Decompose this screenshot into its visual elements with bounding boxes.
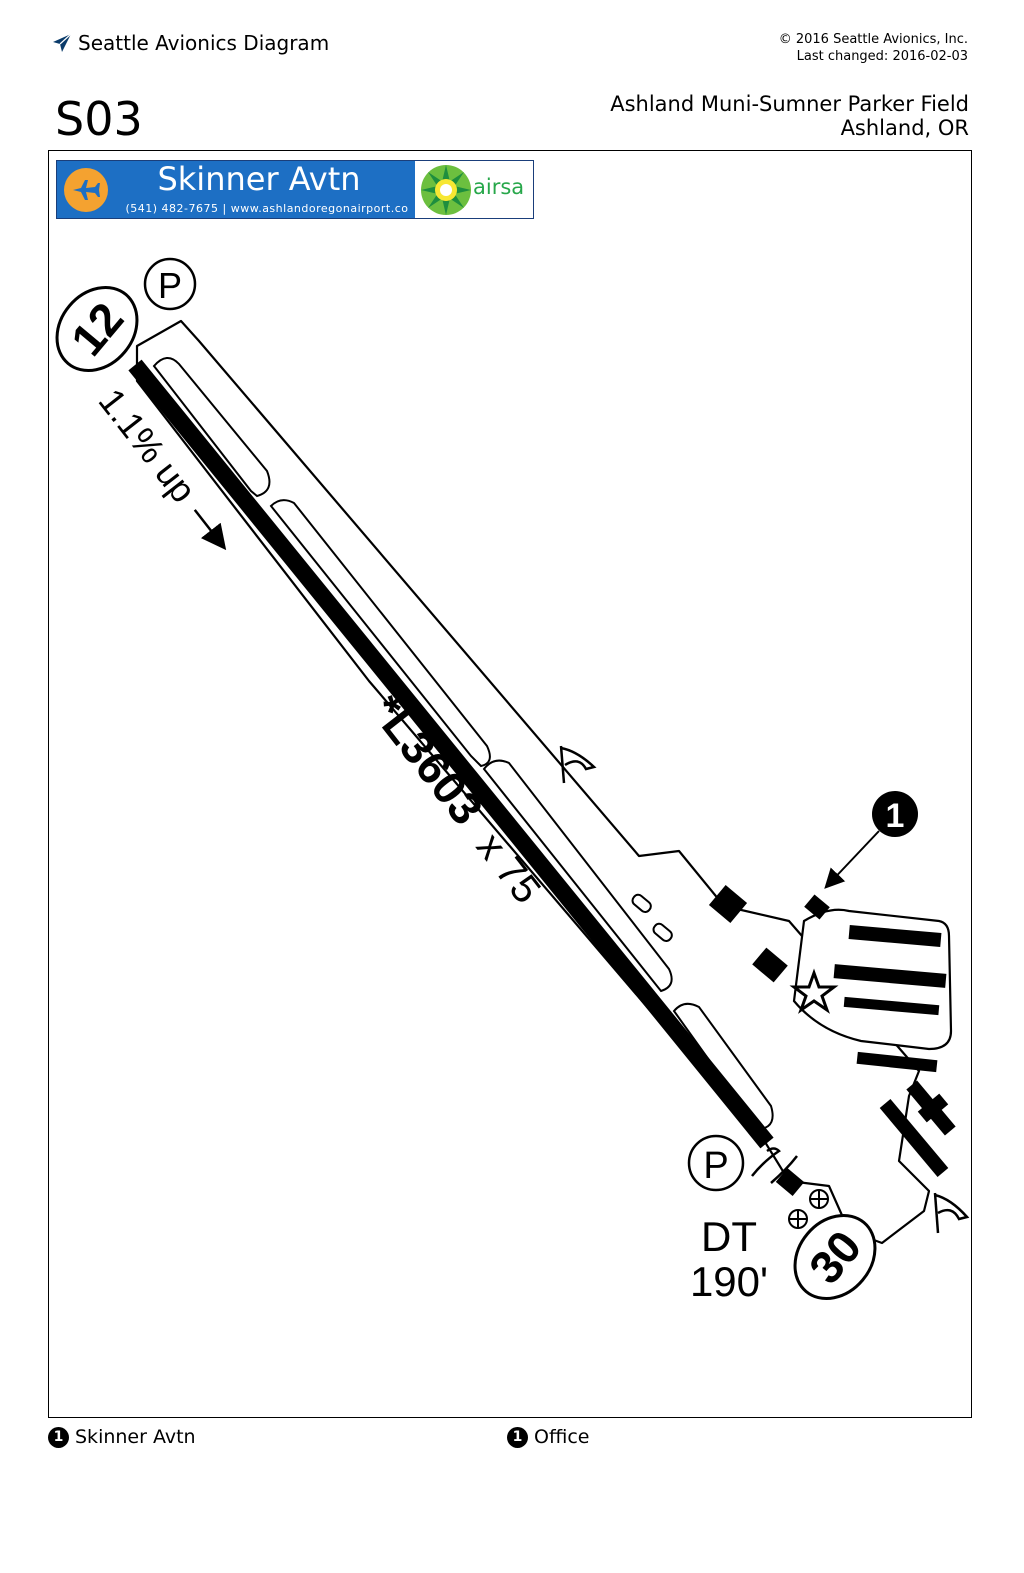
callout-1-number: 1 xyxy=(886,797,905,835)
airport-name-block: Ashland Muni-Sumner Parker Field Ashland… xyxy=(610,92,969,140)
fuel-brand-box: airsa xyxy=(415,161,533,218)
runway-end-30-marker: 30 xyxy=(793,1213,877,1301)
hold-pad-2 xyxy=(652,922,673,942)
building-2 xyxy=(752,947,788,983)
taxiway-segment-1 xyxy=(152,357,271,498)
parking-north-text: P xyxy=(158,265,182,306)
runway-dims-label: x 75 xyxy=(468,825,549,912)
bp-helios-icon xyxy=(421,165,471,215)
fbo-contact: (541) 482-7675 | www.ashlandoregonairpor… xyxy=(125,202,409,215)
parking-south-text: P xyxy=(703,1145,728,1187)
fuel-brand-text: airsa xyxy=(473,175,525,199)
hangar-row-4 xyxy=(856,1051,938,1073)
windsock-south-icon xyxy=(933,1192,970,1234)
displaced-threshold-label: DT xyxy=(701,1213,757,1260)
legend-item-fbo: 1 Skinner Avtn xyxy=(48,1426,196,1448)
diagram-frame: Skinner Avtn (541) 482-7675 | www.ashlan… xyxy=(48,150,972,1418)
callout-arrow xyxy=(824,830,880,889)
fbo-name: Skinner Avtn xyxy=(157,160,361,198)
runway-end-12-marker: 12 xyxy=(55,285,139,373)
copyright-block: © 2016 Seattle Avionics, Inc. Last chang… xyxy=(779,31,968,65)
windsock-icon xyxy=(559,745,597,784)
displaced-threshold-distance: 190' xyxy=(690,1258,768,1305)
hold-pad-1 xyxy=(631,893,652,913)
t-hangar-group xyxy=(879,1080,956,1177)
fbo-banner[interactable]: Skinner Avtn (541) 482-7675 | www.ashlan… xyxy=(56,160,534,219)
airport-name: Ashland Muni-Sumner Parker Field xyxy=(610,92,969,116)
approach-lights-icon xyxy=(751,1147,798,1184)
legend-label: Office xyxy=(534,1426,590,1448)
hangar-row-1 xyxy=(848,925,942,947)
brand-title: Seattle Avionics Diagram xyxy=(78,31,330,55)
brand-header: Seattle Avionics Diagram xyxy=(52,31,329,55)
hangar-row-3 xyxy=(843,996,940,1016)
beacon-star-icon xyxy=(789,968,839,1014)
taxiway-segment-2 xyxy=(269,499,491,768)
parking-marker-south: P xyxy=(687,1134,745,1192)
building-3 xyxy=(775,1168,805,1196)
legend-item-office: 1 Office xyxy=(507,1426,589,1448)
office-building xyxy=(804,894,830,920)
airport-ident: S03 xyxy=(55,92,143,146)
airport-location: Ashland, OR xyxy=(840,116,969,140)
legend-number-icon: 1 xyxy=(507,1426,528,1448)
legend-label: Skinner Avtn xyxy=(75,1426,196,1448)
callout-1-circle xyxy=(872,791,918,837)
hangar-row-2 xyxy=(833,964,947,988)
trees-icon xyxy=(788,1189,829,1229)
taxiway-segment-3 xyxy=(482,759,673,993)
airplane-logo-icon xyxy=(64,168,108,212)
airport-diagram: 1 12 30 P P 1.1% up *L3603 x 75 xyxy=(55,257,970,1305)
building-1 xyxy=(708,885,748,923)
legend-number-icon: 1 xyxy=(48,1426,69,1448)
copyright-text: © 2016 Seattle Avionics, Inc. xyxy=(778,32,968,47)
parking-marker-north: P xyxy=(143,257,197,311)
last-changed-text: Last changed: 2016-02-03 xyxy=(796,49,968,64)
paper-plane-icon xyxy=(53,33,72,52)
runway-12-30 xyxy=(128,359,774,1149)
taxiway-segment-4 xyxy=(672,1002,774,1131)
